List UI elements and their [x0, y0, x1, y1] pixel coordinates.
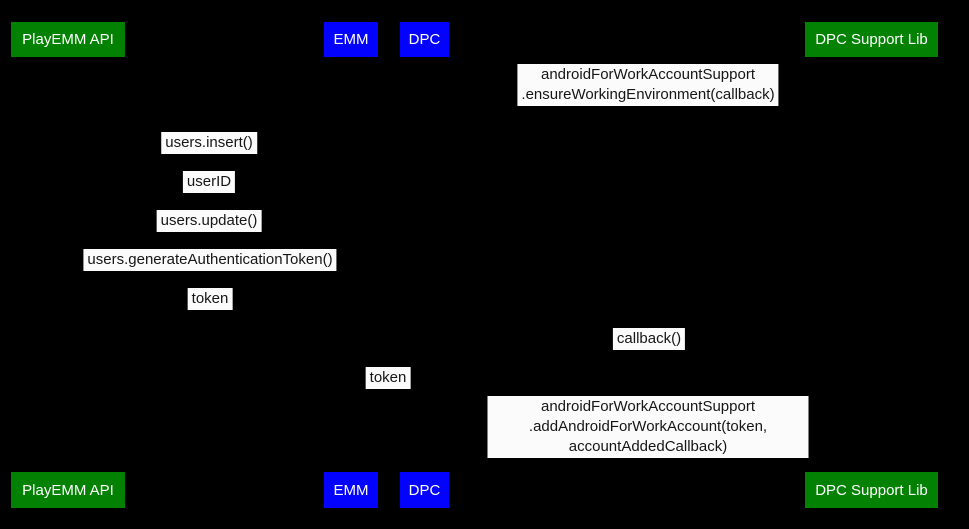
actor-playemm-api-top: PlayEMM API: [11, 22, 125, 57]
actor-emm-top: EMM: [324, 22, 378, 57]
message-token-response: token: [187, 288, 233, 310]
message-ensure-working-environment: androidForWorkAccountSupport .ensureWork…: [517, 64, 779, 106]
actor-dpc-support-lib-top: DPC Support Lib: [805, 22, 938, 57]
message-user-id: userID: [182, 171, 236, 193]
message-users-update: users.update(): [156, 210, 262, 232]
message-callback: callback(): [612, 328, 686, 350]
actor-playemm-api-bottom: PlayEMM API: [11, 472, 125, 508]
message-generate-auth-token: users.generateAuthenticationToken(): [83, 249, 337, 271]
actor-dpc-top: DPC: [400, 22, 449, 57]
actor-dpc-bottom: DPC: [400, 472, 449, 508]
message-users-insert: users.insert(): [161, 132, 257, 154]
message-token-forward: token: [365, 367, 411, 389]
actor-emm-bottom: EMM: [324, 472, 378, 508]
actor-dpc-support-lib-bottom: DPC Support Lib: [805, 472, 938, 508]
message-add-android-for-work-account: androidForWorkAccountSupport .addAndroid…: [487, 396, 809, 458]
